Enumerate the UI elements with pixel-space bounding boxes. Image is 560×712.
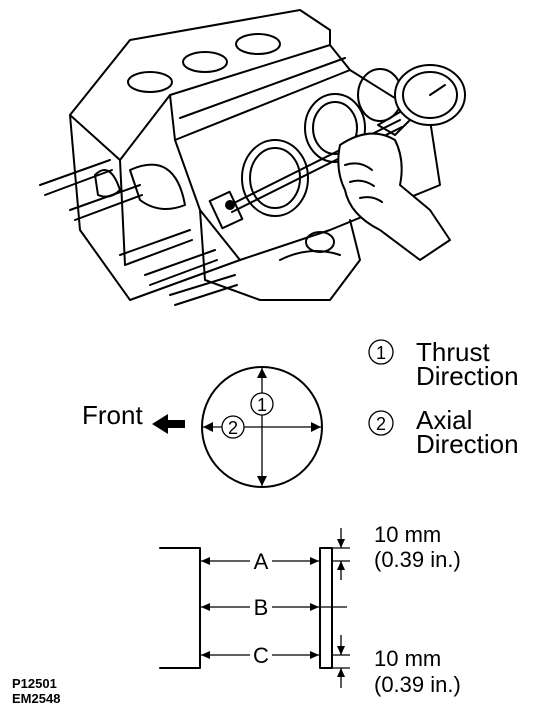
legend-num-1: 1 bbox=[376, 343, 386, 363]
top-offset-imperial: (0.39 in.) bbox=[374, 547, 461, 572]
axial-arrow-left-icon bbox=[203, 422, 213, 432]
top-offset-metric: 10 mm bbox=[374, 522, 441, 547]
position-b-arrow-right-icon bbox=[310, 603, 319, 611]
figure-code-1: P12501 bbox=[12, 676, 57, 691]
figure-code-2: EM2548 bbox=[12, 691, 60, 706]
bottom-offset-imperial: (0.39 in.) bbox=[374, 672, 461, 697]
position-c-label: C bbox=[253, 643, 269, 668]
bottom-dim-arrow-down-icon bbox=[337, 646, 345, 655]
bore-mark-circle-1 bbox=[250, 392, 274, 416]
axial-arrow-right-icon bbox=[311, 422, 321, 432]
bore-mark-2: 2 bbox=[228, 418, 238, 438]
bore-direction-diagram: Front 1 2 bbox=[82, 366, 323, 488]
legend-num-2: 2 bbox=[376, 414, 386, 434]
legend-thrust-line1: Thrust bbox=[416, 337, 490, 367]
legend-item-thrust: 1 Thrust Direction bbox=[368, 337, 519, 391]
legend-thrust-line2: Direction bbox=[416, 361, 519, 391]
engine-block-illustration bbox=[39, 9, 466, 306]
legend-circle-2 bbox=[368, 410, 394, 436]
front-arrow-icon bbox=[152, 414, 185, 434]
position-b-bg bbox=[250, 596, 272, 618]
thrust-arrow-bottom-icon bbox=[257, 476, 267, 486]
legend: 1 Thrust Direction 2 Axial Direction bbox=[368, 337, 519, 459]
top-dim-arrow-down-icon bbox=[337, 539, 345, 548]
position-a-arrow-left-icon bbox=[201, 557, 210, 565]
bottom-offset-metric: 10 mm bbox=[374, 646, 441, 671]
legend-axial-line2: Direction bbox=[416, 429, 519, 459]
legend-circle-1 bbox=[368, 339, 394, 365]
legend-axial-line1: Axial bbox=[416, 405, 472, 435]
bottom-dim-arrow-up-icon bbox=[337, 668, 345, 677]
position-a-bg bbox=[250, 550, 272, 572]
thrust-arrow-top-icon bbox=[257, 368, 267, 378]
position-c-bg bbox=[250, 644, 272, 666]
legend-item-axial: 2 Axial Direction bbox=[368, 405, 519, 459]
front-label: Front bbox=[82, 400, 143, 430]
top-dim-arrow-up-icon bbox=[337, 561, 345, 570]
figure-codes: P12501 EM2548 bbox=[12, 676, 60, 706]
position-a-label: A bbox=[254, 549, 269, 574]
measurement-positions-diagram: A B C 10 mm (0.39 in.) 10 mm (0.39 in.) bbox=[159, 522, 461, 697]
bore-mark-circle-2 bbox=[221, 415, 245, 439]
position-b-label: B bbox=[254, 595, 269, 620]
position-a-arrow-right-icon bbox=[310, 557, 319, 565]
cylinder-left-wall bbox=[159, 547, 201, 669]
bore-mark-1: 1 bbox=[257, 395, 267, 415]
position-b-arrow-left-icon bbox=[201, 603, 210, 611]
position-c-arrow-right-icon bbox=[310, 651, 319, 659]
cylinder-right-wall bbox=[319, 547, 333, 669]
position-c-arrow-left-icon bbox=[201, 651, 210, 659]
